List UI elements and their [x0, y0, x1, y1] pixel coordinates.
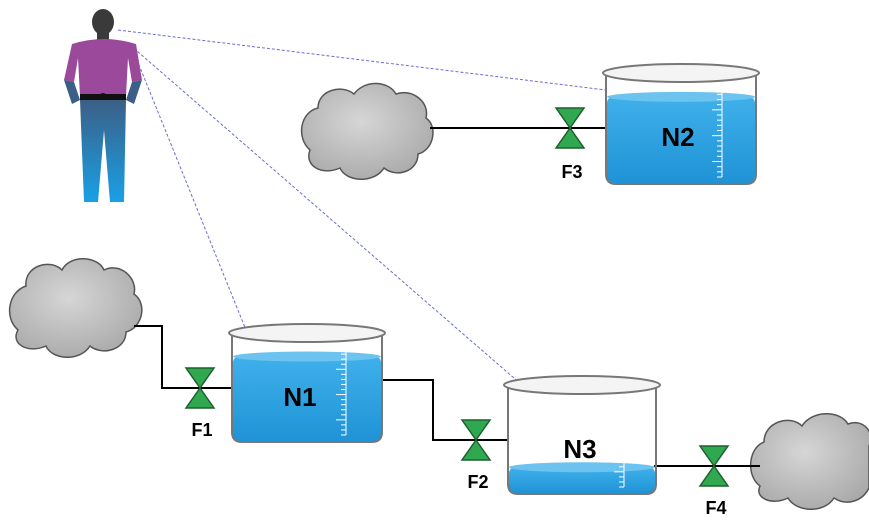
tank-n1-label: N1	[283, 382, 316, 412]
valve-f3-label: F3	[561, 162, 582, 182]
valve-f1[interactable]: F1	[184, 367, 216, 440]
tank-icon	[605, 76, 757, 185]
tank-n3: N3	[503, 375, 661, 495]
cloud-icon	[750, 413, 869, 510]
tank-n2-scale	[712, 83, 723, 178]
sight-line-n2	[117, 29, 607, 91]
valve-icon	[554, 107, 586, 149]
valve-f4-label: F4	[705, 498, 726, 517]
valve-icon	[184, 367, 216, 409]
valve-f2[interactable]: F2	[460, 419, 492, 492]
valve-icon	[698, 445, 730, 487]
tank-icon	[507, 388, 657, 495]
tank-n2-water-surface	[607, 91, 755, 102]
tank-icon	[231, 336, 383, 443]
valve-icon	[460, 419, 492, 461]
sight-line-n3	[129, 44, 523, 386]
sight-line-n1	[134, 54, 247, 331]
cloud-icon	[300, 82, 434, 180]
tank-n3-water-surface	[509, 462, 655, 473]
tank-n3-water	[509, 467, 655, 493]
valve-f2-label: F2	[467, 472, 488, 492]
sight-lines	[117, 29, 607, 386]
pipe-source-to-f1	[134, 325, 232, 389]
tank-n1: N1	[228, 323, 386, 443]
valve-f1-label: F1	[191, 420, 212, 440]
tank-n2: N2	[602, 63, 760, 185]
tank-n3-label: N3	[563, 434, 596, 464]
valve-f3[interactable]: F3	[554, 107, 586, 182]
tank-n1-water-surface	[233, 351, 381, 362]
cloud-icon	[8, 258, 143, 358]
valve-f4[interactable]: F4	[698, 445, 730, 518]
tank-n3-scale	[614, 395, 625, 488]
tank-n1-scale	[336, 343, 347, 436]
tank-n2-label: N2	[661, 122, 694, 152]
pipes	[134, 127, 760, 467]
person-icon	[64, 9, 142, 202]
pipe-n1-to-f2	[380, 379, 508, 441]
